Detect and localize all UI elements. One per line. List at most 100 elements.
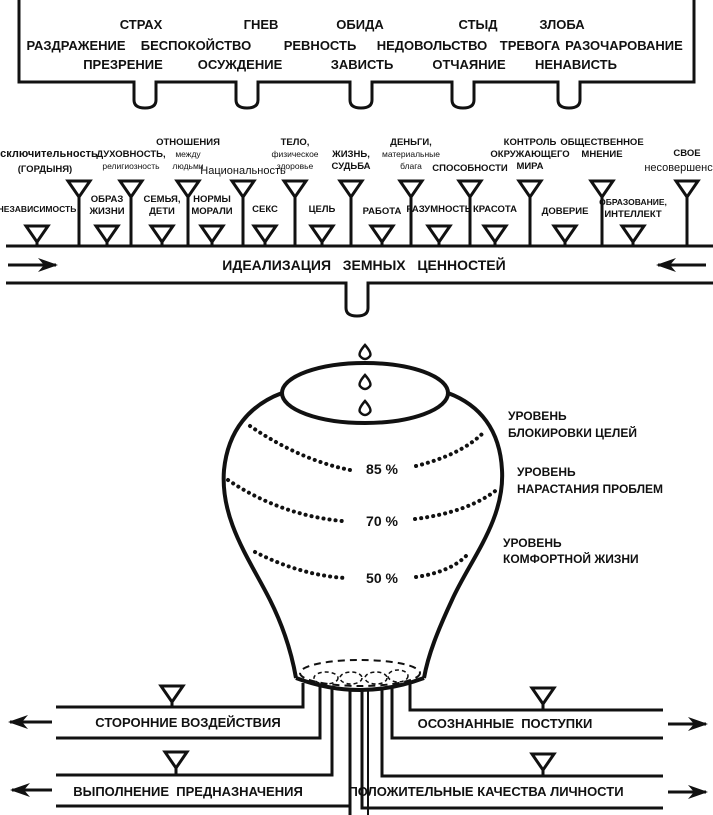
valve-label: физическое <box>271 149 318 159</box>
short-valve <box>308 224 336 246</box>
short-valve <box>148 224 176 246</box>
level-dotted-line <box>414 432 484 468</box>
valve-label: ЖИЗНЬ, <box>331 149 370 160</box>
level-dotted-line <box>253 550 347 580</box>
emotion-label: СТРАХ <box>120 17 163 32</box>
valve-icon <box>93 224 121 245</box>
emotion-label: ТРЕВОГА <box>500 38 561 53</box>
emotion-label: ОТЧАЯНИЕ <box>432 57 506 72</box>
valve-label: здоровье <box>277 161 314 171</box>
valve-icon <box>148 224 176 245</box>
outflow-label-external-influences: СТОРОННИЕ ВОЗДЕЙСТВИЯ <box>95 715 281 730</box>
valve-label: НЕЗАВИСИМОСТЬ <box>0 204 76 214</box>
valve-label: Исключительность <box>0 148 98 160</box>
short-valve <box>551 224 579 246</box>
top-emotions-tank: СТРАХ ГНЕВ ОБИДА СТЫД ЗЛОБА РАЗДРАЖЕНИЕ … <box>17 0 696 110</box>
emotion-label: НЕДОВОЛЬСТВО <box>377 38 488 53</box>
valve-icon <box>397 179 425 200</box>
valve-label: КРАСОТА <box>473 204 517 215</box>
level-label: УРОВЕНЬ <box>503 536 562 550</box>
short-valve <box>251 224 279 246</box>
level-dotted-line <box>226 478 344 523</box>
water-drop-icon <box>358 399 372 417</box>
level-dotted-line <box>413 486 501 521</box>
short-valve <box>481 224 509 246</box>
tall-valve <box>281 179 309 246</box>
emotion-label: СТЫД <box>459 17 499 32</box>
valve-icon <box>588 179 616 200</box>
tall-valve <box>456 179 484 246</box>
valve-label: ДЕТИ <box>149 206 175 217</box>
valve-icon <box>337 179 365 200</box>
valve-icon <box>251 224 279 245</box>
level-percent: 70 % <box>366 513 398 529</box>
valve-icon <box>456 179 484 200</box>
valve-label: ОТНОШЕНИЯ <box>156 137 220 148</box>
outflow-valve <box>162 750 190 775</box>
valve-icon <box>158 684 186 705</box>
valve-label: МНЕНИЕ <box>581 149 622 160</box>
tall-valve <box>397 179 425 246</box>
level-percent: 50 % <box>366 570 398 586</box>
valve-icon <box>673 179 701 200</box>
short-valve <box>368 224 396 246</box>
valve-label: между <box>175 149 201 159</box>
short-valve <box>93 224 121 246</box>
valve-label: ОБРАЗ <box>91 194 124 205</box>
water-drop-icon <box>358 343 372 361</box>
short-valve <box>619 224 647 246</box>
tall-valve <box>673 179 701 246</box>
valve-label: НОРМЫ <box>193 194 231 205</box>
valve-icon <box>516 179 544 200</box>
emotion-label: РАЗОЧАРОВАНИЕ <box>565 38 683 53</box>
valve-label: ОБРАЗОВАНИЕ, <box>599 197 667 207</box>
tall-valve <box>516 179 544 246</box>
emotion-label: НЕНАВИСТЬ <box>535 57 617 72</box>
level-label: БЛОКИРОВКИ ЦЕЛЕЙ <box>508 425 637 440</box>
valve-icon <box>529 752 557 773</box>
valve-icon <box>117 179 145 200</box>
emotion-label: ГНЕВ <box>244 17 279 32</box>
outflow-valve <box>529 686 557 710</box>
valve-label: ТЕЛО, <box>281 137 310 148</box>
valve-icon <box>481 224 509 245</box>
valve-label: ЦЕЛЬ <box>309 204 336 215</box>
valve-label: ОКРУЖАЮЩЕГО <box>490 149 569 160</box>
tall-valve <box>174 179 202 246</box>
level-dotted-line <box>248 424 352 472</box>
short-valve <box>425 224 453 246</box>
valve-icon <box>308 224 336 245</box>
valve-icon <box>229 179 257 200</box>
level-dotted-line <box>414 554 468 579</box>
tall-valve <box>337 179 365 246</box>
valve-label: ЖИЗНИ <box>88 206 124 217</box>
emotion-label: РАЗДРАЖЕНИЕ <box>26 38 125 53</box>
level-label: НАРАСТАНИЯ ПРОБЛЕМ <box>517 482 663 496</box>
valve-label: ДОВЕРИЕ <box>542 206 589 217</box>
valve-label: СЕКС <box>252 204 278 215</box>
outflow-label-positive-qualities: ПОЛОЖИТЕЛЬНЫЕ КАЧЕСТВА ЛИЧНОСТИ <box>348 784 623 799</box>
level-label: КОМФОРТНОЙ ЖИЗНИ <box>503 551 639 566</box>
valve-icon <box>368 224 396 245</box>
emotion-label: ПРЕЗРЕНИЕ <box>83 57 163 72</box>
valve-label: МИРА <box>516 161 543 172</box>
valve-icon <box>23 224 51 245</box>
valve-label: несовершенство <box>644 162 713 174</box>
valve-icon <box>551 224 579 245</box>
valve-icon <box>198 224 226 245</box>
valve-icon <box>529 686 557 707</box>
valve-label: КОНТРОЛЬ <box>504 137 557 148</box>
valve-label: СУДЬБА <box>331 161 370 172</box>
valve-label: материальные <box>382 149 440 159</box>
valve-icon <box>65 179 93 200</box>
valve-label: ДЕНЬГИ, <box>390 137 432 148</box>
emotion-label: РЕВНОСТЬ <box>284 38 357 53</box>
short-valve <box>23 224 51 246</box>
valve-label: СЕМЬЯ, <box>143 194 180 205</box>
water-drop-icon <box>358 373 372 391</box>
valve-label: СПОСОБНОСТИ <box>432 163 508 174</box>
vessel-bottom-dashed <box>299 659 421 687</box>
short-valve <box>198 224 226 246</box>
